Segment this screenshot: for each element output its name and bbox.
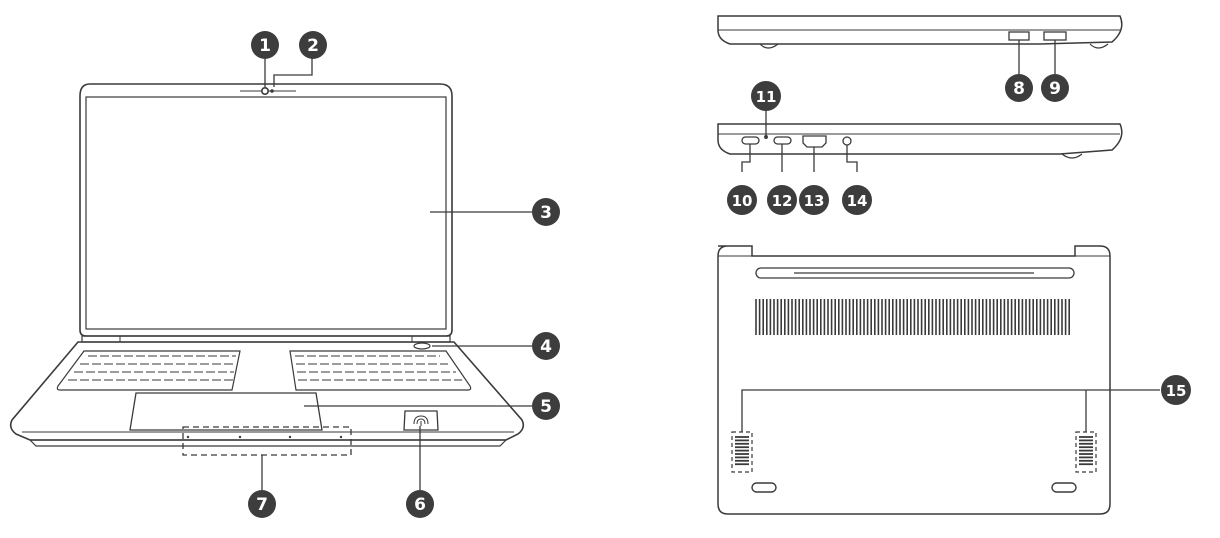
touchpad xyxy=(129,392,323,431)
laptop-right-side-view xyxy=(717,15,1123,74)
display-screen xyxy=(85,96,447,330)
laptop-left-side-view xyxy=(717,123,1123,159)
svg-text:9: 9 xyxy=(1049,79,1061,99)
key-rows xyxy=(68,355,462,381)
svg-text:8: 8 xyxy=(1013,79,1025,99)
callout-15: 15 xyxy=(1161,375,1191,405)
keyboard-left xyxy=(56,350,241,391)
bottom-leader-lines xyxy=(741,389,1160,432)
callout-14: 14 xyxy=(842,185,872,215)
svg-text:15: 15 xyxy=(1166,382,1187,400)
callout-3: 3 xyxy=(532,198,560,226)
speaker-area xyxy=(182,426,352,456)
fingerprint-key xyxy=(403,410,439,431)
power-button xyxy=(413,342,431,350)
fingerprint-icon xyxy=(413,415,429,426)
laptop-lid xyxy=(79,83,453,337)
camera-indicator xyxy=(270,89,274,93)
keyboard-right xyxy=(289,350,472,391)
left-side-leader-lines xyxy=(741,110,858,172)
svg-text:13: 13 xyxy=(804,192,825,210)
bottom-slot xyxy=(755,267,1075,279)
usb-a-port-1 xyxy=(1008,31,1030,41)
hinge xyxy=(81,335,451,343)
bottom-cover xyxy=(717,245,1111,515)
usb-a-port-2 xyxy=(1043,31,1067,41)
callout-6: 6 xyxy=(406,490,434,518)
callout-11: 11 xyxy=(751,81,781,111)
right-side-profile xyxy=(717,15,1123,45)
callout-8: 8 xyxy=(1005,74,1033,102)
callout-10: 10 xyxy=(727,185,757,215)
charging-indicator xyxy=(764,135,768,139)
callout-2: 2 xyxy=(299,31,327,59)
svg-text:12: 12 xyxy=(772,192,793,210)
callout-1: 1 xyxy=(251,31,279,59)
svg-text:3: 3 xyxy=(540,203,552,223)
callout-13: 13 xyxy=(799,185,829,215)
usb-c-port-2 xyxy=(773,136,792,145)
svg-text:7: 7 xyxy=(256,495,268,515)
hdmi-port xyxy=(802,135,827,148)
svg-text:4: 4 xyxy=(540,337,552,357)
svg-text:2: 2 xyxy=(307,36,319,56)
camera-lens xyxy=(260,87,269,96)
callout-7: 7 xyxy=(248,490,276,518)
bottom-feet xyxy=(751,482,1077,493)
laptop-base xyxy=(9,341,525,441)
svg-text:6: 6 xyxy=(414,495,426,515)
bottom-speaker-right xyxy=(1075,431,1097,473)
left-side-profile xyxy=(717,123,1123,155)
speaker-dots xyxy=(186,435,343,439)
laptop-front-view xyxy=(9,83,525,456)
svg-text:10: 10 xyxy=(732,192,753,210)
callout-12: 12 xyxy=(767,185,797,215)
callout-9: 9 xyxy=(1041,74,1069,102)
base-bottom-strip xyxy=(28,439,508,447)
callout-4: 4 xyxy=(532,332,560,360)
svg-text:1: 1 xyxy=(259,36,271,56)
svg-text:14: 14 xyxy=(847,192,868,210)
callout-5: 5 xyxy=(532,392,560,420)
usb-c-port-1 xyxy=(741,136,760,145)
bottom-vent-grille xyxy=(755,299,1070,335)
svg-text:5: 5 xyxy=(540,397,552,417)
laptop-bottom-view xyxy=(717,245,1111,515)
front-leader-lines xyxy=(261,58,532,490)
audio-jack xyxy=(842,136,852,146)
bottom-speaker-left xyxy=(731,431,753,473)
svg-text:11: 11 xyxy=(756,88,777,106)
